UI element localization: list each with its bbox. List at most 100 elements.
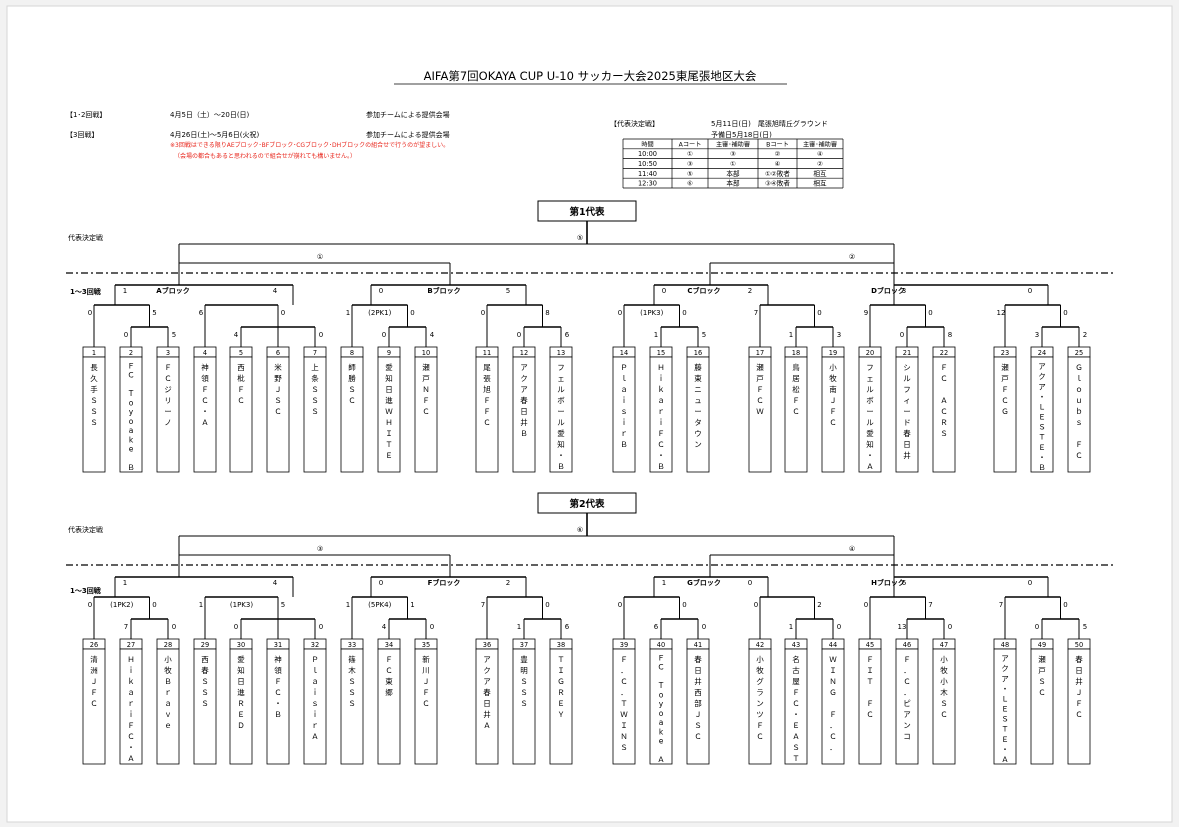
team-name-char: Ｆ	[1075, 699, 1083, 708]
team-name-box	[932, 648, 956, 765]
team-name-char: Ｐ	[620, 363, 628, 372]
team-name-char: Ｆ	[422, 688, 430, 697]
team-number: 15	[657, 349, 665, 357]
team-name-char: Ｆ	[385, 655, 393, 664]
table-header-cell: Bコート	[766, 141, 789, 148]
team-name-char: ｌ	[311, 666, 319, 675]
team-name-char: 愛	[866, 428, 874, 438]
team-name-char: ｏ	[1075, 385, 1083, 394]
team-name-char: Ｗ	[829, 655, 837, 664]
team-name-box	[193, 648, 217, 765]
team-name: ＰｌａｉｓｉｒＡ	[311, 655, 319, 741]
score: 0	[837, 623, 841, 631]
score: 7	[124, 623, 128, 631]
team-name-char: Ｃ	[422, 407, 430, 416]
team-name-char: Ｅ	[792, 721, 800, 730]
score: 0	[481, 309, 485, 317]
document-title: AIFA第7回OKAYA CUP U-10 サッカー大会2025東尾張地区大会	[424, 69, 757, 83]
team-name: 神領ＦＣ・Ｂ	[274, 654, 282, 719]
team-name-char: Ｆ	[1075, 440, 1083, 449]
team-name-char: Ｉ	[829, 666, 837, 675]
team-number: 24	[1038, 349, 1046, 357]
score: 0	[702, 623, 706, 631]
team-name-char: 井	[483, 709, 491, 719]
team-name-char: ｒ	[127, 699, 135, 708]
team-name-box	[686, 356, 710, 473]
team-number: 17	[756, 349, 764, 357]
team-name-char: フ	[557, 363, 565, 372]
team-name: 愛知日進ＷＨＩＴＥ	[385, 362, 393, 460]
block-right-score: 0	[748, 579, 752, 587]
team-name-char: Ｃ	[657, 663, 665, 672]
table-header-cell: 主審･補助審	[716, 140, 750, 148]
team-name-char	[660, 746, 662, 755]
team-number: 18	[792, 349, 800, 357]
block-left-score: 0	[379, 287, 383, 295]
team-name-char: ．	[829, 721, 837, 730]
team-name-char: Ｃ	[940, 710, 948, 719]
team-name-char: 日	[237, 677, 245, 686]
team-name-char: 牧	[756, 665, 764, 675]
team-name-char: Ｃ	[127, 732, 135, 741]
team-name-char: Ｒ	[557, 688, 565, 697]
team-name-char: Ｃ	[1001, 396, 1009, 405]
score: 0	[682, 601, 686, 609]
score: 9	[864, 309, 868, 317]
score: 0	[817, 309, 821, 317]
team-name-char: Ｆ	[237, 385, 245, 394]
team-name-char: Ｊ	[829, 396, 837, 405]
team-name-char: ア	[483, 655, 491, 664]
team-name-char: 戸	[422, 374, 430, 383]
team-name-box	[1030, 356, 1054, 473]
team-name-char: 春	[201, 665, 209, 675]
block-left-score: 1	[123, 579, 127, 587]
team-name-char: ．	[829, 743, 837, 752]
table-cell: ③④敗者	[765, 179, 790, 188]
semi-match-number: ③	[317, 545, 323, 553]
team-number: 14	[620, 349, 628, 357]
team-name-char: Ｓ	[348, 688, 356, 697]
team-name-char: ｌ	[1075, 374, 1083, 383]
score: 0	[545, 601, 549, 609]
team-name-char: 牧	[164, 665, 172, 675]
team-name-char: Ｆ	[127, 721, 135, 730]
team-name-char: Ｃ	[694, 732, 702, 741]
team-number: 47	[940, 641, 948, 649]
team-name-char: Ｉ	[620, 721, 628, 730]
team-name-char: Ｃ	[1038, 688, 1046, 697]
team-name-char: Ｅ	[385, 451, 393, 460]
team-name-char: ア	[903, 710, 911, 719]
score: 0	[319, 623, 323, 631]
team-name-char: Ｃ	[756, 732, 764, 741]
team-name-char: Ａ	[311, 732, 319, 741]
team-name-char: 牧	[940, 665, 948, 675]
team-name-box	[414, 356, 438, 473]
table-cell: ②	[817, 160, 823, 168]
team-name-char: Ｅ	[1038, 413, 1046, 422]
block-name: Bブロック	[427, 286, 460, 295]
score: 0	[618, 309, 622, 317]
block-name: Dブロック	[871, 286, 905, 295]
team-name-char: ア	[1001, 674, 1009, 683]
score: 12	[997, 309, 1006, 317]
team-name: 上条ＳＳＳ	[311, 363, 319, 416]
team-name-char: Ｂ	[657, 462, 665, 471]
team-name-char: 瀬	[1038, 654, 1046, 664]
team-name-char: ル	[866, 418, 874, 427]
team-name-char: Ｃ	[385, 666, 393, 675]
team-name-char: 手	[90, 384, 98, 394]
team-number: 16	[694, 349, 702, 357]
team-name-box	[266, 648, 290, 765]
team-name-char: グ	[756, 676, 764, 686]
team-name-char: Ｃ	[792, 699, 800, 708]
block-left-score: 0	[662, 287, 666, 295]
team-name-char: 領	[274, 665, 282, 675]
team-name-char: Ａ	[792, 732, 800, 741]
final-stage-label: 【代表決定戦】	[610, 119, 659, 128]
team-name-char: Ｓ	[1038, 677, 1046, 686]
team-name-char: Ｃ	[90, 699, 98, 708]
team-name-char: ニ	[694, 385, 702, 394]
